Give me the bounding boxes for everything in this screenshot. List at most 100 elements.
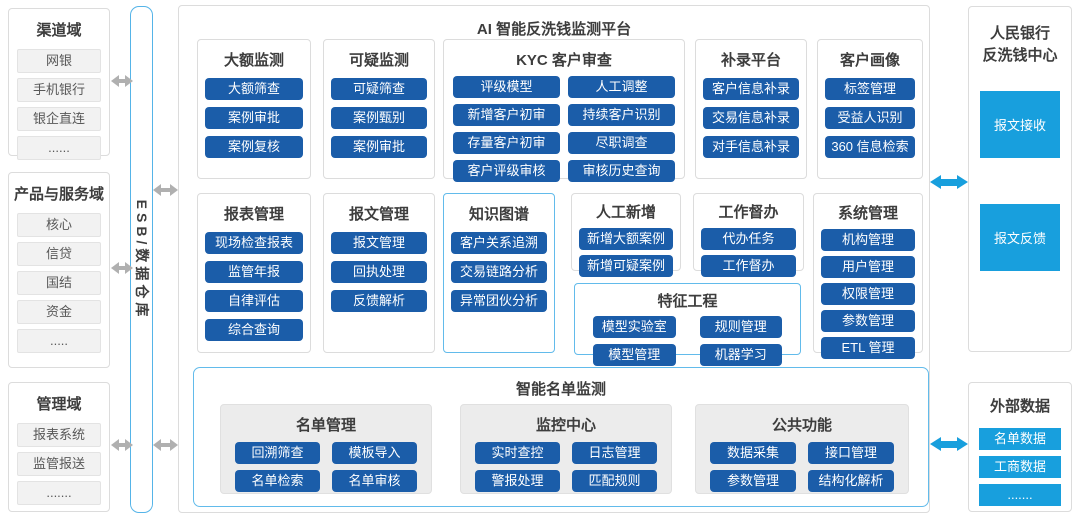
esb-data-warehouse-bus: ESB/数据仓库 [130,6,153,513]
module-button[interactable]: 案例甄别 [331,107,427,129]
channel-item-mobile-bank: 手机银行 [17,78,101,102]
pboc-node-message-receive[interactable]: 报文接收 [980,91,1060,158]
module-button[interactable]: 数据采集 [710,442,796,464]
module-button[interactable]: 模板导入 [332,442,417,464]
module-button[interactable]: 异常团伙分析 [451,290,547,312]
product-item-credit: 信贷 [17,242,101,266]
group-panel-public-functions: 公共功能 数据采集 接口管理 参数管理 结构化解析 [695,404,909,494]
domain-title-channel: 渠道域 [36,22,82,39]
module-button[interactable]: 案例审批 [331,136,427,158]
domain-box-channel: 渠道域 网银 手机银行 银企直连 ...... [8,8,110,160]
module-button[interactable]: ETL 管理 [821,337,915,359]
platform-title: AI 智能反洗钱监测平台 [476,21,632,38]
module-button[interactable]: 客户关系追溯 [451,232,547,254]
domain-title-management: 管理域 [36,396,82,413]
module-button[interactable]: 结构化解析 [808,470,894,492]
module-button[interactable]: 回执处理 [331,261,427,283]
management-item-regulatory-submit: 监管报送 [17,452,101,476]
module-title: 人工新增 [595,204,656,221]
module-card-report-management: 报表管理 现场检查报表 监管年报 自律评估 综合查询 [197,193,311,353]
module-button[interactable]: 客户评级审核 [453,160,560,182]
module-button[interactable]: 模型管理 [593,344,676,366]
module-button[interactable]: 名单检索 [235,470,320,492]
module-button[interactable]: 对手信息补录 [703,136,799,158]
module-button[interactable]: 人工调整 [568,76,675,98]
channel-item-bank-direct: 银企直连 [17,107,101,131]
module-title: KYC 客户审查 [516,52,612,69]
domain-box-product-service: 产品与服务域 核心 信贷 国结 资金 ..... [8,172,110,368]
module-card-customer-profile: 客户画像 标签管理 受益人识别 360 信息检索 [817,39,923,179]
module-button[interactable]: 监管年报 [205,261,303,283]
module-button[interactable]: 标签管理 [825,78,915,100]
module-button[interactable]: 案例复核 [205,136,303,158]
module-card-large-amount-monitoring: 大额监测 大额筛查 案例审批 案例复核 [197,39,311,179]
module-button[interactable]: 审核历史查询 [568,160,675,182]
module-button[interactable]: 权限管理 [821,283,915,305]
module-button[interactable]: 受益人识别 [825,107,915,129]
module-button[interactable]: 名单审核 [332,470,417,492]
pboc-title-line1: 人民银行 [989,25,1050,42]
arrow-esb-platform-bottom [153,439,178,451]
channel-item-ebank: 网银 [17,49,101,73]
arrow-channel-esb [111,75,133,87]
module-button[interactable]: 存量客户初审 [453,132,560,154]
module-button[interactable]: 接口管理 [808,442,894,464]
module-title: 工作督办 [718,204,779,221]
module-card-feature-engineering: 特征工程 模型实验室 规则管理 模型管理 机器学习 [574,283,801,366]
group-title: 公共功能 [771,417,832,434]
module-title: 特征工程 [657,293,718,310]
module-button[interactable]: 用户管理 [821,256,915,278]
module-button[interactable]: 机构管理 [821,229,915,251]
module-button[interactable]: 回溯筛查 [235,442,320,464]
module-button[interactable]: 评级模型 [453,76,560,98]
arrow-esb-platform-top [153,184,178,196]
product-item-more: ..... [17,329,101,353]
module-card-work-supervision: 工作督办 代办任务 工作督办 [693,193,804,277]
module-button[interactable]: 代办任务 [701,228,796,250]
module-button[interactable]: 参数管理 [821,310,915,332]
platform-box: AI 智能反洗钱监测平台 大额监测 大额筛查 案例审批 案例复核 可疑监测 可疑… [178,5,930,513]
product-item-core: 核心 [17,213,101,237]
pboc-aml-center-box: 人民银行 反洗钱中心 报文接收 报文反馈 [968,6,1072,352]
module-button[interactable]: 机器学习 [699,344,782,366]
module-title: 报表管理 [223,206,284,223]
module-button[interactable]: 可疑筛查 [331,78,427,100]
module-button[interactable]: 自律评估 [205,290,303,312]
module-button[interactable]: 尽职调查 [568,132,675,154]
list-monitoring-box: 智能名单监测 名单管理 回溯筛查 模板导入 名单检索 名单审核 监控中心 实时查… [193,367,929,507]
module-button[interactable]: 大额筛查 [205,78,303,100]
module-title: 系统管理 [837,205,898,222]
module-title: 报文管理 [348,206,409,223]
module-card-suspicious-monitoring: 可疑监测 可疑筛查 案例甄别 案例审批 [323,39,435,179]
module-button[interactable]: 持续客户识别 [568,104,675,126]
external-node-more[interactable]: ....... [979,484,1061,506]
module-button[interactable]: 规则管理 [699,316,782,338]
module-button[interactable]: 综合查询 [205,319,303,341]
external-node-business-data[interactable]: 工商数据 [979,456,1061,478]
module-button[interactable]: 案例审批 [205,107,303,129]
domain-box-management: 管理域 报表系统 监管报送 ....... [8,382,110,512]
module-button[interactable]: 新增可疑案例 [579,255,673,277]
module-button[interactable]: 日志管理 [572,442,657,464]
external-node-list-data[interactable]: 名单数据 [979,428,1061,450]
module-button[interactable]: 工作督办 [701,255,796,277]
module-button[interactable]: 警报处理 [475,470,560,492]
module-button[interactable]: 新增客户初审 [453,104,560,126]
module-button[interactable]: 交易信息补录 [703,107,799,129]
list-monitoring-title: 智能名单监测 [515,381,606,398]
product-item-international: 国结 [17,271,101,295]
module-button[interactable]: 客户信息补录 [703,78,799,100]
module-button[interactable]: 实时查控 [475,442,560,464]
module-button[interactable]: 参数管理 [710,470,796,492]
module-button[interactable]: 报文管理 [331,232,427,254]
domain-title-product-service: 产品与服务域 [13,186,104,203]
module-button[interactable]: 新增大额案例 [579,228,673,250]
module-button[interactable]: 模型实验室 [593,316,676,338]
pboc-node-message-feedback[interactable]: 报文反馈 [980,204,1060,271]
module-button[interactable]: 360 信息检索 [825,136,915,158]
module-button[interactable]: 反馈解析 [331,290,427,312]
module-button[interactable]: 交易链路分析 [451,261,547,283]
module-button[interactable]: 匹配规则 [572,470,657,492]
module-card-supplement-platform: 补录平台 客户信息补录 交易信息补录 对手信息补录 [695,39,807,179]
module-button[interactable]: 现场检查报表 [205,232,303,254]
